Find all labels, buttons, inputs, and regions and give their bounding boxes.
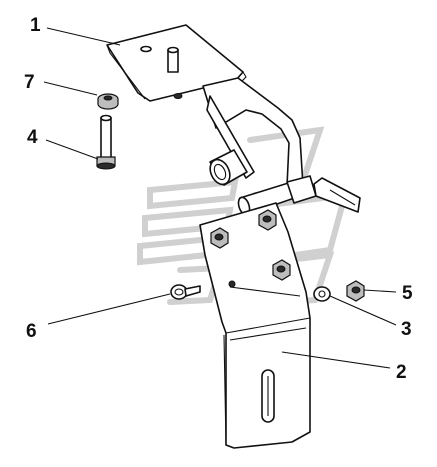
nut-5 [346,280,365,302]
callout-4: 4 [27,127,38,148]
nut-right [272,259,291,281]
bolt [96,114,116,170]
callout-3: 3 [401,319,412,340]
washer [313,286,331,302]
leader-7 [43,81,98,96]
leader-2 [281,351,391,369]
washer-nut [97,93,119,110]
small-pin [170,284,201,300]
nut-upper-left [210,227,229,249]
top-mounting-plate [106,24,247,102]
callout-7: 7 [24,72,35,93]
leader-3 [329,295,397,326]
callout-2: 2 [396,362,407,383]
leader-4 [45,139,99,160]
leader-lines [43,27,397,369]
rod-assembly [237,175,361,216]
callout-6: 6 [26,321,37,342]
leader-1 [46,27,121,46]
nut-upper-middle [258,209,277,231]
leader-5 [363,289,397,293]
callout-1: 1 [30,15,41,36]
callout-5: 5 [402,283,413,304]
leader-6 [47,293,171,325]
cylinder-spacer [209,149,248,186]
callouts: 1 7 4 6 5 3 2 [24,15,413,383]
bracket-nuts [210,209,291,281]
